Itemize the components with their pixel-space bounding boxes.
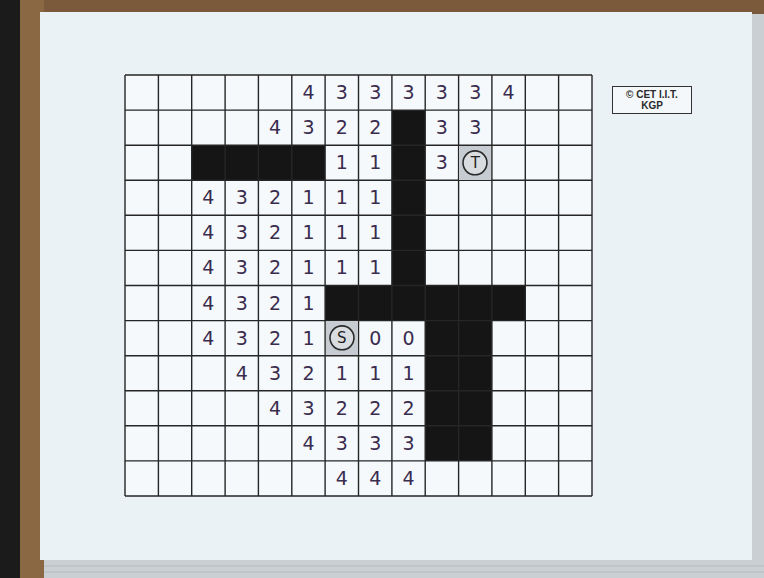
distance-number: 3 bbox=[392, 426, 425, 461]
distance-number: 4 bbox=[359, 461, 392, 496]
distance-number: 2 bbox=[359, 391, 392, 426]
copyright-box: © CET I.I.T. KGP bbox=[612, 86, 692, 114]
distance-number: 2 bbox=[258, 215, 291, 250]
distance-number: 4 bbox=[192, 215, 225, 250]
distance-number: 2 bbox=[359, 110, 392, 145]
distance-number: 1 bbox=[325, 145, 358, 180]
distance-number: 3 bbox=[225, 215, 258, 250]
distance-number: 1 bbox=[292, 250, 325, 285]
terminal-ring bbox=[330, 326, 354, 350]
distance-number: 3 bbox=[425, 75, 458, 110]
distance-number: 1 bbox=[359, 145, 392, 180]
distance-number: 3 bbox=[225, 286, 258, 321]
paper-edge bbox=[44, 572, 764, 573]
distance-number: 3 bbox=[359, 75, 392, 110]
distance-number: 4 bbox=[192, 250, 225, 285]
distance-number: 1 bbox=[325, 356, 358, 391]
distance-number: 4 bbox=[392, 461, 425, 496]
distance-number: 1 bbox=[292, 180, 325, 215]
distance-number: 3 bbox=[459, 75, 492, 110]
distance-number: 3 bbox=[225, 321, 258, 356]
distance-number: 2 bbox=[258, 250, 291, 285]
terminal-ring bbox=[463, 151, 487, 175]
distance-number: 2 bbox=[325, 110, 358, 145]
distance-number: 3 bbox=[225, 180, 258, 215]
distance-number: 4 bbox=[258, 391, 291, 426]
wood-frame-top bbox=[20, 0, 764, 14]
distance-number: 4 bbox=[225, 356, 258, 391]
distance-number: 4 bbox=[292, 426, 325, 461]
distance-number: 1 bbox=[292, 321, 325, 356]
distance-number: 1 bbox=[292, 286, 325, 321]
distance-number: 1 bbox=[359, 356, 392, 391]
distance-number: 3 bbox=[459, 110, 492, 145]
distance-number: 3 bbox=[425, 110, 458, 145]
distance-number: 4 bbox=[192, 180, 225, 215]
distance-number: 3 bbox=[258, 356, 291, 391]
distance-number: 3 bbox=[325, 75, 358, 110]
distance-number: 4 bbox=[492, 75, 525, 110]
distance-number: 2 bbox=[258, 286, 291, 321]
distance-number: 3 bbox=[225, 250, 258, 285]
grid-lines bbox=[125, 75, 592, 496]
distance-number: 4 bbox=[192, 321, 225, 356]
distance-number: 1 bbox=[359, 180, 392, 215]
distance-number: 3 bbox=[392, 75, 425, 110]
terminal-letter: S bbox=[337, 329, 347, 347]
distance-number: 2 bbox=[392, 391, 425, 426]
target-terminal: T bbox=[459, 146, 491, 180]
distance-number: 2 bbox=[325, 391, 358, 426]
paper-edge bbox=[44, 566, 764, 567]
distance-number: 4 bbox=[325, 461, 358, 496]
distance-number: 1 bbox=[292, 215, 325, 250]
terminal-letter: T bbox=[471, 154, 480, 172]
distance-number: 1 bbox=[359, 250, 392, 285]
distance-number: 0 bbox=[359, 321, 392, 356]
distance-number: 3 bbox=[292, 110, 325, 145]
distance-number: 0 bbox=[392, 321, 425, 356]
distance-number: 1 bbox=[325, 180, 358, 215]
distance-number: 4 bbox=[258, 110, 291, 145]
distance-number: 2 bbox=[258, 321, 291, 356]
distance-number: 3 bbox=[325, 426, 358, 461]
distance-number: 2 bbox=[258, 180, 291, 215]
distance-number: 4 bbox=[192, 286, 225, 321]
distance-number: 3 bbox=[359, 426, 392, 461]
distance-number: 3 bbox=[425, 145, 458, 180]
distance-number: 1 bbox=[392, 356, 425, 391]
distance-number: 1 bbox=[325, 215, 358, 250]
grid-ground bbox=[125, 75, 592, 496]
paper-sheet bbox=[40, 12, 752, 560]
distance-number: 2 bbox=[292, 356, 325, 391]
copyright-text: © CET I.I.T. KGP bbox=[625, 89, 679, 111]
distance-number: 1 bbox=[325, 250, 358, 285]
source-terminal: S bbox=[326, 321, 358, 355]
distance-number: 1 bbox=[359, 215, 392, 250]
distance-number: 4 bbox=[292, 75, 325, 110]
distance-number: 3 bbox=[292, 391, 325, 426]
